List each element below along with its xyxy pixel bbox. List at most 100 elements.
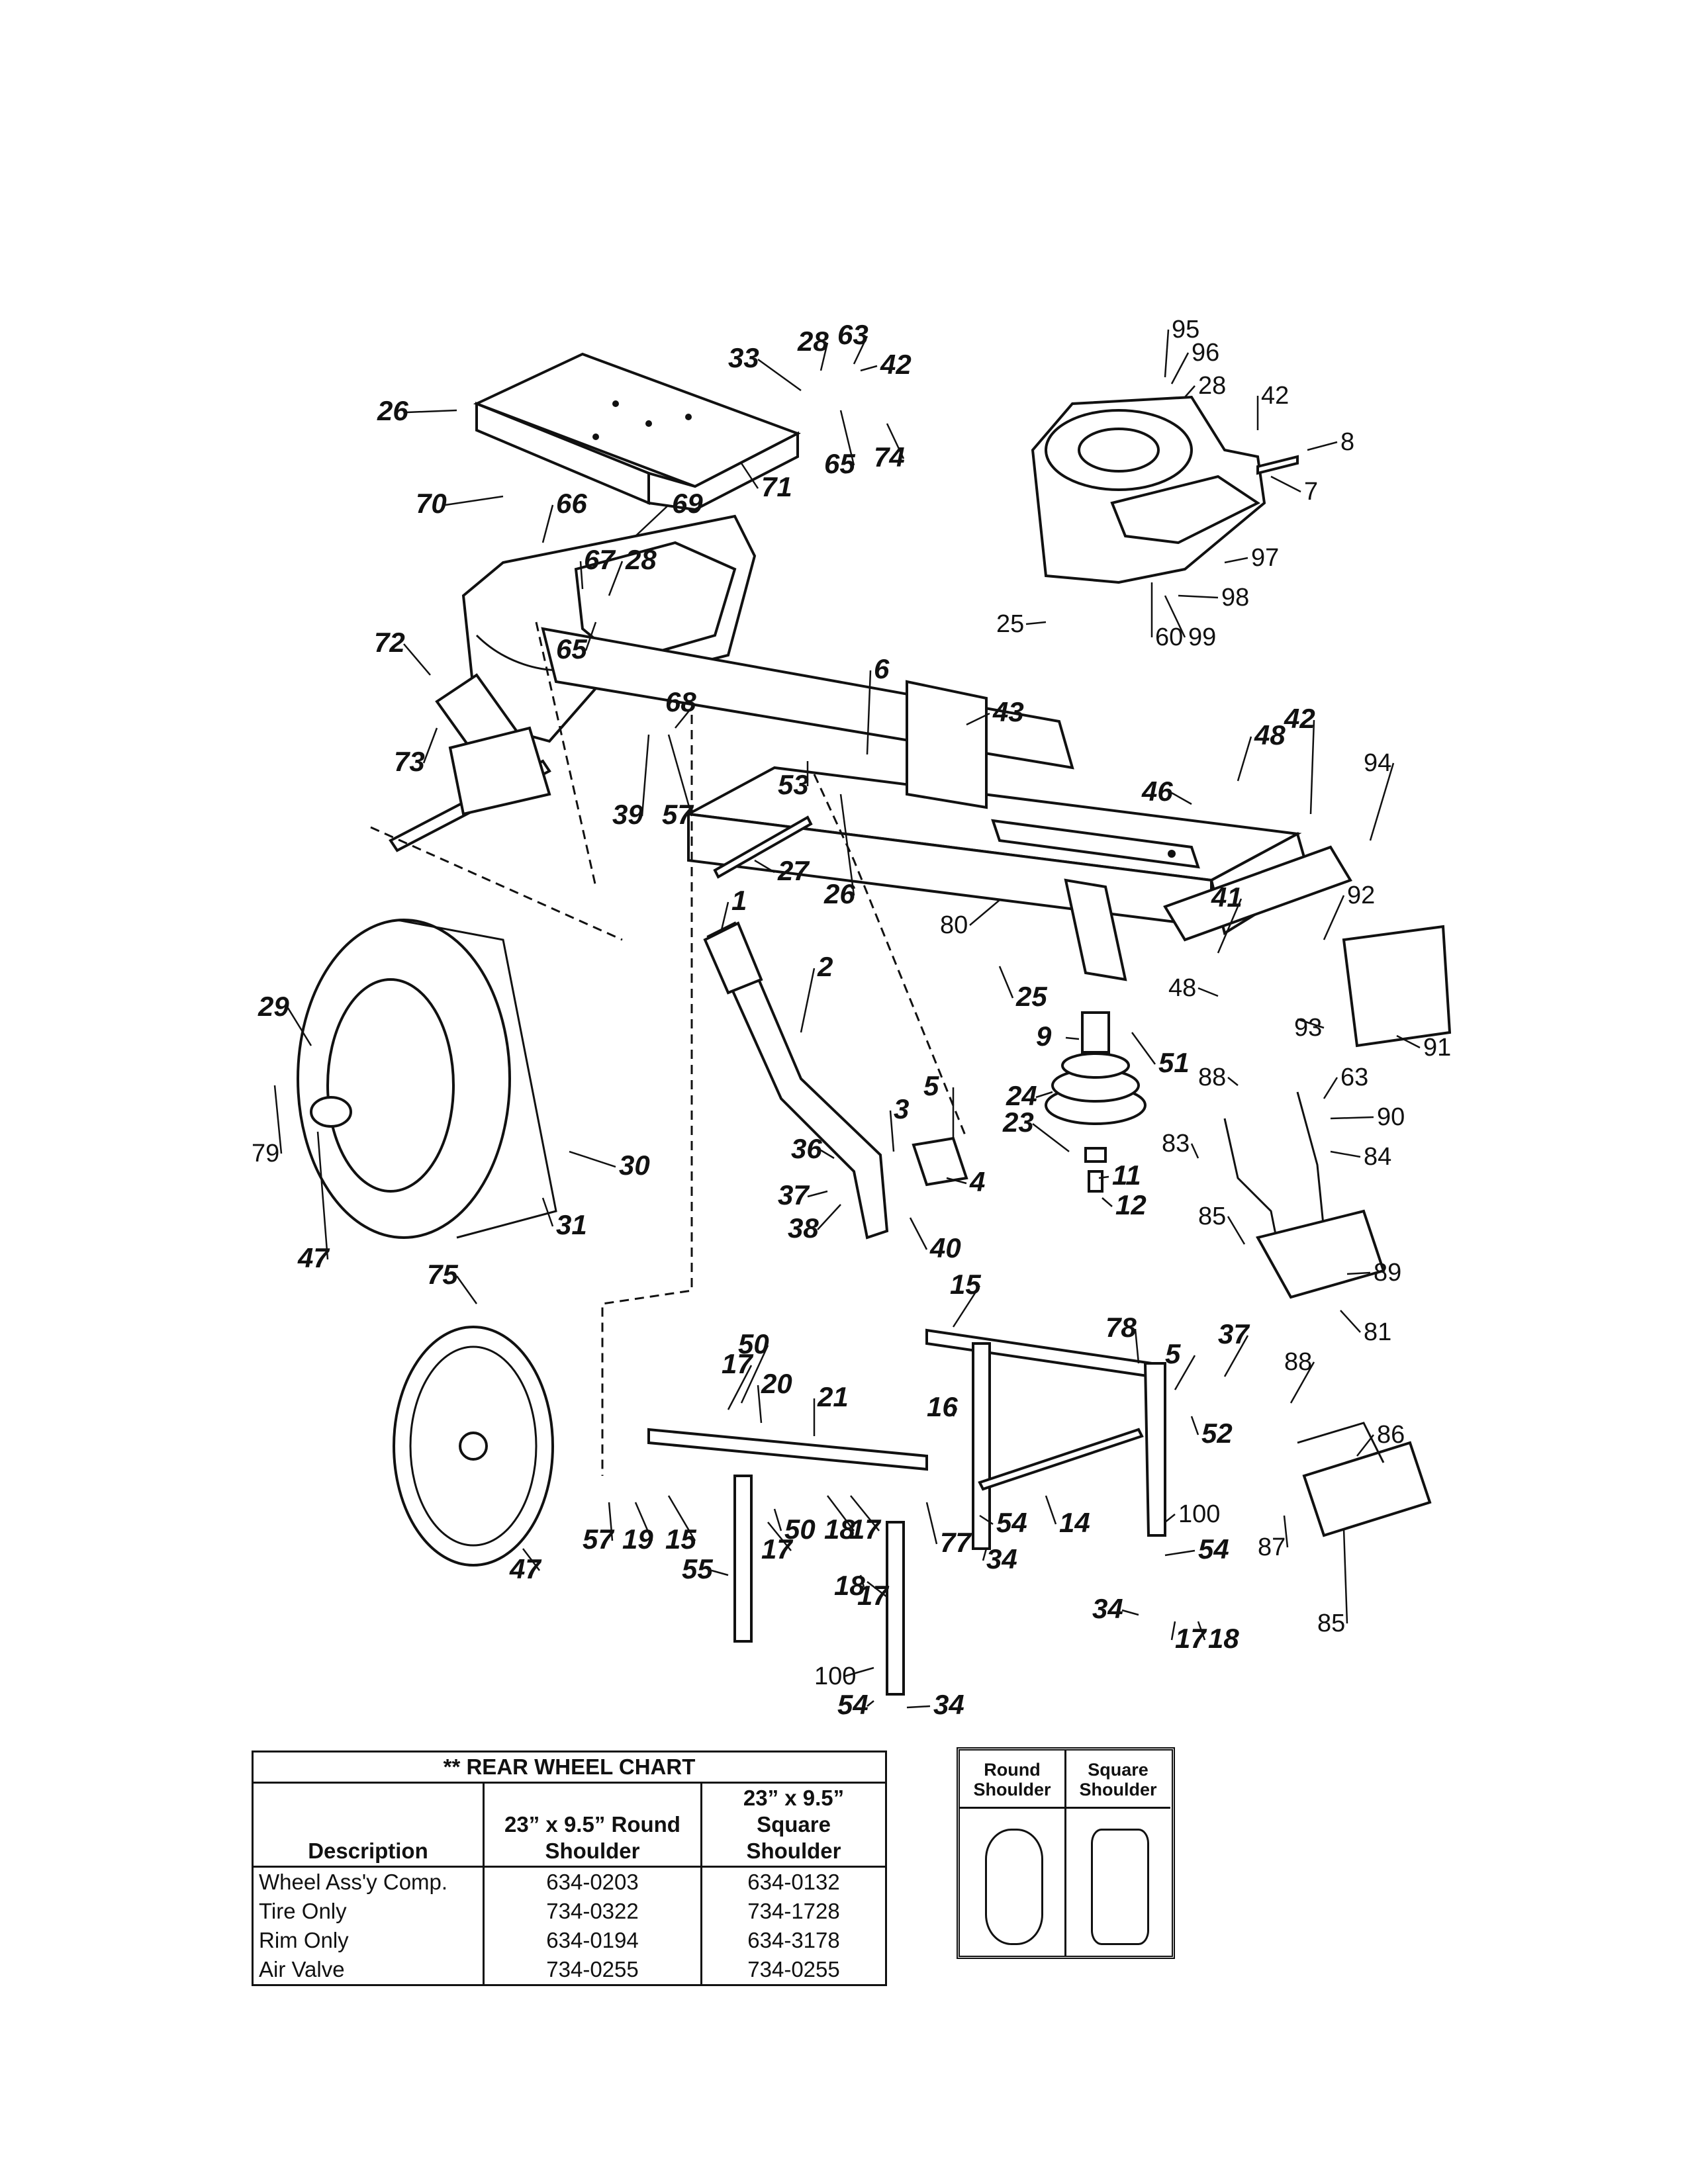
callout-85: 85 bbox=[1317, 1528, 1348, 1637]
callout-number: 11 bbox=[1112, 1160, 1141, 1191]
exhaust-pipes bbox=[1223, 1091, 1325, 1245]
leader-line bbox=[1134, 1328, 1140, 1364]
leader-line bbox=[1102, 1197, 1113, 1207]
rear-wheel bbox=[297, 919, 557, 1239]
callout-number: 38 bbox=[788, 1212, 819, 1244]
callout-75: 75 bbox=[427, 1259, 478, 1304]
col-square-shoulder: 23” x 9.5” Square Shoulder bbox=[701, 1782, 887, 1868]
callout-number: 96 bbox=[1192, 339, 1219, 367]
callout-98: 98 bbox=[1178, 584, 1249, 612]
callout-26: 26 bbox=[823, 794, 855, 909]
table-row: Wheel Ass'y Comp. 634-0203 634-0132 bbox=[252, 1866, 887, 1897]
callout-number: 18 bbox=[1208, 1623, 1239, 1654]
leader-line bbox=[740, 1345, 769, 1404]
callout-79: 79 bbox=[252, 1085, 283, 1167]
leader-line bbox=[773, 1508, 782, 1531]
leader-line bbox=[403, 643, 431, 676]
leader-line bbox=[1223, 1335, 1249, 1377]
callout-number: 15 bbox=[950, 1269, 981, 1300]
callout-number: 4 bbox=[969, 1166, 985, 1197]
leader-line bbox=[817, 1204, 841, 1230]
callout-68: 68 bbox=[665, 686, 696, 729]
callout-46: 46 bbox=[1141, 776, 1192, 807]
leader-line bbox=[1346, 1271, 1371, 1275]
callout-34: 34 bbox=[982, 1543, 1017, 1574]
pedal-bracket bbox=[912, 1136, 968, 1187]
callout-100: 100 bbox=[1164, 1500, 1220, 1528]
callout-number: 48 bbox=[1254, 719, 1286, 751]
callout-37: 37 bbox=[1218, 1318, 1250, 1377]
leader-line bbox=[827, 1495, 855, 1531]
leader-line bbox=[667, 1495, 696, 1541]
callout-88: 88 bbox=[1198, 1064, 1239, 1091]
leader-line bbox=[1164, 1549, 1196, 1557]
leader-line bbox=[820, 342, 829, 371]
callout-number: 17 bbox=[857, 1580, 889, 1611]
callout-51: 51 bbox=[1131, 1032, 1190, 1078]
callout-42: 42 bbox=[1284, 703, 1315, 815]
leader-line bbox=[634, 1502, 653, 1541]
leader-line bbox=[1025, 621, 1047, 625]
callout-number: 84 bbox=[1364, 1143, 1391, 1171]
callout-number: 100 bbox=[1178, 1500, 1220, 1528]
callout-73: 73 bbox=[394, 727, 438, 777]
callout-number: 70 bbox=[416, 488, 447, 519]
assembly-line-mid bbox=[813, 774, 968, 1139]
callout-number: 85 bbox=[1317, 1610, 1345, 1637]
callout-number: 54 bbox=[1198, 1533, 1229, 1565]
lift-rod bbox=[978, 1428, 1144, 1491]
leader-line bbox=[1171, 792, 1192, 805]
leader-line bbox=[853, 336, 868, 365]
leader-line bbox=[675, 703, 696, 729]
callout-number: 55 bbox=[682, 1553, 713, 1584]
heat-shield bbox=[1342, 925, 1452, 1048]
callout-number: 60 bbox=[1155, 623, 1183, 651]
callout-39: 39 bbox=[612, 734, 650, 830]
callout-18: 18 bbox=[1197, 1621, 1239, 1654]
callout-4: 4 bbox=[946, 1166, 985, 1197]
leader-line bbox=[1224, 557, 1248, 564]
callout-number: 54 bbox=[996, 1507, 1027, 1538]
callout-number: 83 bbox=[1162, 1130, 1190, 1158]
callout-number: 21 bbox=[817, 1381, 849, 1412]
callout-71: 71 bbox=[740, 463, 792, 502]
callout-number: 18 bbox=[824, 1514, 855, 1545]
callout-28: 28 bbox=[797, 326, 829, 371]
col-round-shoulder: 23” x 9.5” Round Shoulder bbox=[483, 1782, 702, 1868]
callout-34: 34 bbox=[1092, 1593, 1139, 1624]
row-round-part: 734-0255 bbox=[483, 1955, 702, 1985]
row-description: Rim Only bbox=[252, 1926, 485, 1955]
callout-47: 47 bbox=[509, 1548, 541, 1584]
callout-81: 81 bbox=[1340, 1310, 1391, 1346]
leader-line bbox=[839, 794, 855, 896]
callout-96: 96 bbox=[1170, 339, 1219, 385]
callout-number: 23 bbox=[1002, 1107, 1034, 1138]
callout-84: 84 bbox=[1330, 1143, 1391, 1171]
callout-number: 17 bbox=[1175, 1623, 1207, 1654]
callout-number: 17 bbox=[761, 1533, 793, 1565]
callout-number: 17 bbox=[722, 1348, 753, 1379]
leader-line bbox=[273, 1085, 283, 1154]
leader-line bbox=[843, 1666, 874, 1678]
leader-line bbox=[1098, 1175, 1109, 1179]
callout-12: 12 bbox=[1102, 1189, 1147, 1220]
leader-line bbox=[522, 1548, 540, 1571]
col-description: Description bbox=[252, 1782, 485, 1868]
leader-line bbox=[1227, 1216, 1246, 1245]
leader-line bbox=[569, 1150, 616, 1168]
rear-wheel-chart: ** REAR WHEEL CHART Description 23” x 9.… bbox=[252, 1751, 887, 1986]
callout-63: 63 bbox=[1323, 1064, 1368, 1099]
callout-92: 92 bbox=[1323, 882, 1375, 940]
leader-line bbox=[886, 423, 905, 459]
leader-line bbox=[1065, 1036, 1080, 1040]
square-shoulder-column: Square Shoulder bbox=[1066, 1751, 1170, 1956]
callout-number: 65 bbox=[556, 633, 587, 664]
leader-line bbox=[1032, 1123, 1070, 1152]
leader-line bbox=[445, 495, 504, 506]
callout-number: 15 bbox=[665, 1524, 696, 1555]
callout-55: 55 bbox=[682, 1553, 729, 1584]
leader-line bbox=[982, 1548, 988, 1561]
callout-87: 87 bbox=[1258, 1515, 1289, 1561]
round-shoulder-tire-icon bbox=[985, 1829, 1043, 1945]
leader-line bbox=[969, 899, 1000, 926]
